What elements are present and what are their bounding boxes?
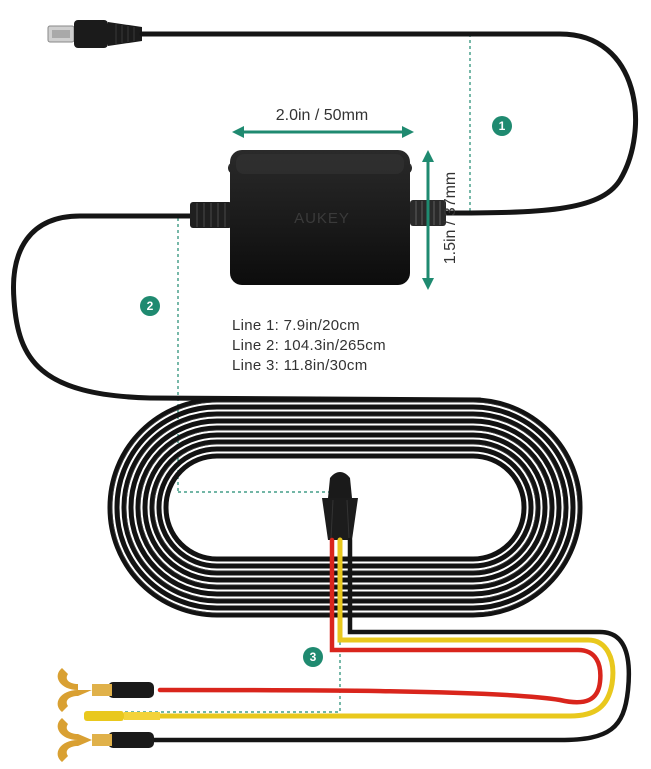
spec-line-2: Line 2: 104.3in/265cm [232,337,386,354]
brand-logo-text: AUKEY [294,210,350,227]
strain-relief-left [190,202,232,228]
marker-2-number: 2 [147,299,154,313]
mini-usb-plug [47,20,142,48]
height-label: 1.5in / 37mm [442,172,459,264]
spec-list: Line 1: 7.9in/20cm Line 2: 104.3in/265cm… [232,317,386,374]
terminal-bottom [57,718,154,762]
width-dimension: 2.0in / 50mm [232,107,414,138]
terminal-top [57,668,154,712]
cable-coil-highlights [111,401,579,614]
hardwire-leads [147,537,632,743]
converter-box: AUKEY [228,150,412,285]
spec-line-1: Line 1: 7.9in/20cm [232,317,360,334]
marker-1: 1 [492,116,512,136]
marker-3-number: 3 [310,650,317,664]
cable-line-1 [139,31,638,216]
marker-1-number: 1 [499,119,506,133]
marker-2: 2 [140,296,160,316]
marker-3: 3 [303,647,323,667]
terminal-middle [84,711,160,721]
cable-line-2-lead [11,213,483,403]
split-connector [322,472,358,540]
width-label: 2.0in / 50mm [276,107,368,124]
spec-line-3: Line 3: 11.8in/30cm [232,357,368,374]
height-dimension: 1.5in / 37mm [422,150,459,290]
cable-coil [107,397,583,618]
